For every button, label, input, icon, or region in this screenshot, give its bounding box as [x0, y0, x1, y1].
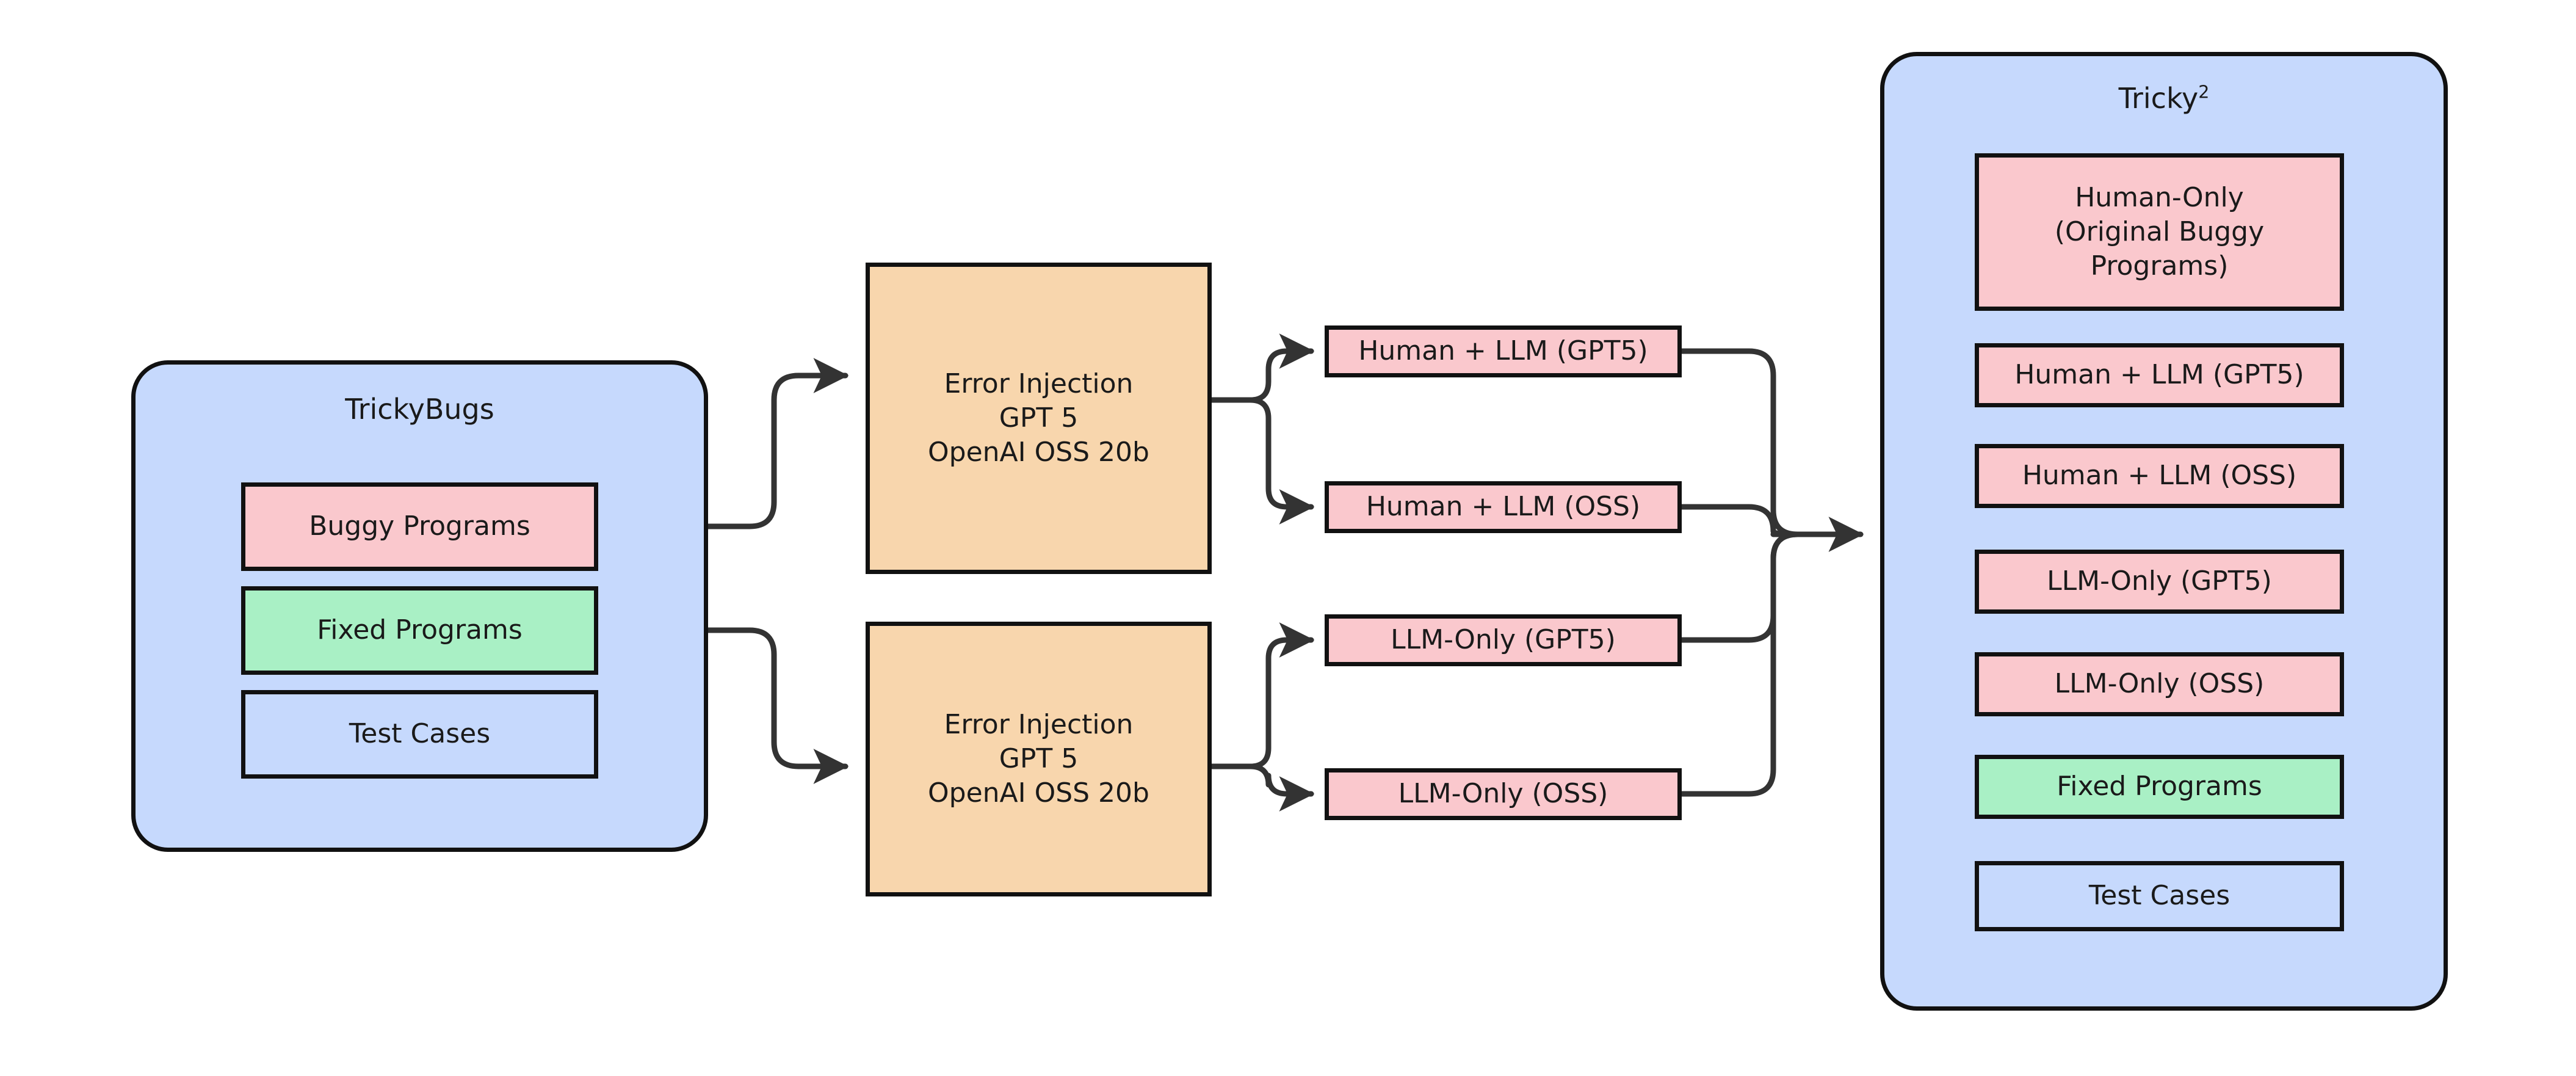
tricky2-item-human-llm-gpt5-label: Human + LLM (GPT5): [2014, 359, 2304, 391]
tricky2-item-llm-only-oss-label: LLM-Only (OSS): [2054, 668, 2265, 700]
tricky2-item-fixed-programs[interactable]: Fixed Programs: [1975, 755, 2344, 819]
error-injection-top-line1: Error Injection: [944, 368, 1134, 399]
variant-human-llm-gpt5-label: Human + LLM (GPT5): [1358, 335, 1648, 367]
error-injection-top-line3: OpenAI OSS 20b: [928, 437, 1149, 468]
left-item-buggy-programs[interactable]: Buggy Programs: [241, 482, 598, 571]
error-injection-top-line2: GPT 5: [999, 402, 1079, 434]
tricky2-title: Tricky2: [1884, 83, 2444, 114]
edge-injection-bottom-to-llm-gpt5: [1209, 622, 1315, 769]
variant-llm-only-oss-label: LLM-Only (OSS): [1398, 778, 1608, 810]
tricky2-item-test-cases-label: Test Cases: [2088, 880, 2230, 912]
variant-human-llm-oss[interactable]: Human + LLM (OSS): [1325, 481, 1682, 533]
tricky2-item-llm-only-gpt5-label: LLM-Only (GPT5): [2047, 565, 2272, 597]
error-injection-bottom-line3: OpenAI OSS 20b: [928, 777, 1149, 809]
edge-human-oss-to-tricky2: [1679, 504, 1801, 537]
variant-llm-only-oss[interactable]: LLM-Only (OSS): [1325, 768, 1682, 820]
left-item-buggy-programs-label: Buggy Programs: [309, 511, 530, 542]
error-injection-box-top[interactable]: Error Injection GPT 5 OpenAI OSS 20b: [866, 263, 1212, 574]
tricky2-item-human-llm-oss-label: Human + LLM (OSS): [2022, 460, 2297, 492]
tricky2-item-test-cases[interactable]: Test Cases: [1975, 861, 2344, 931]
tricky2-item-human-only-label: Human-Only (Original Buggy Programs): [2054, 181, 2265, 282]
left-item-test-cases[interactable]: Test Cases: [241, 690, 598, 779]
tricky2-item-human-only[interactable]: Human-Only (Original Buggy Programs): [1975, 153, 2344, 311]
trickybugs-title: TrickyBugs: [345, 393, 494, 426]
left-item-fixed-programs[interactable]: Fixed Programs: [241, 586, 598, 675]
edge-llm-gpt5-to-tricky2: [1679, 531, 1801, 643]
error-injection-box-bottom[interactable]: Error Injection GPT 5 OpenAI OSS 20b: [866, 622, 1212, 896]
left-item-fixed-programs-label: Fixed Programs: [317, 614, 523, 646]
edge-llm-oss-to-tricky2: [1679, 531, 1801, 797]
tricky2-item-fixed-programs-label: Fixed Programs: [2057, 771, 2262, 802]
edge-human-gpt5-to-tricky2: [1679, 348, 1801, 537]
variant-llm-only-gpt5[interactable]: LLM-Only (GPT5): [1325, 614, 1682, 666]
variant-llm-only-gpt5-label: LLM-Only (GPT5): [1391, 624, 1616, 656]
tricky2-item-human-llm-gpt5[interactable]: Human + LLM (GPT5): [1975, 343, 2344, 407]
error-injection-bottom-line2: GPT 5: [999, 743, 1079, 774]
tricky2-item-human-llm-oss[interactable]: Human + LLM (OSS): [1975, 444, 2344, 508]
edge-injection-bottom-to-llm-oss: [1209, 763, 1315, 812]
error-injection-bottom-line1: Error Injection: [944, 708, 1134, 740]
tricky2-item-llm-only-gpt5[interactable]: LLM-Only (GPT5): [1975, 550, 2344, 614]
left-item-test-cases-label: Test Cases: [349, 718, 491, 750]
edge-injection-top-to-human-gpt5: [1209, 333, 1315, 403]
tricky2-title-superscript: 2: [2198, 82, 2210, 103]
edge-injection-top-to-human-oss: [1209, 397, 1315, 525]
variant-human-llm-oss-label: Human + LLM (OSS): [1366, 491, 1641, 523]
tricky2-title-base: Tricky: [2118, 82, 2199, 115]
tricky2-item-llm-only-oss[interactable]: LLM-Only (OSS): [1975, 652, 2344, 716]
variant-human-llm-gpt5[interactable]: Human + LLM (GPT5): [1325, 325, 1682, 377]
